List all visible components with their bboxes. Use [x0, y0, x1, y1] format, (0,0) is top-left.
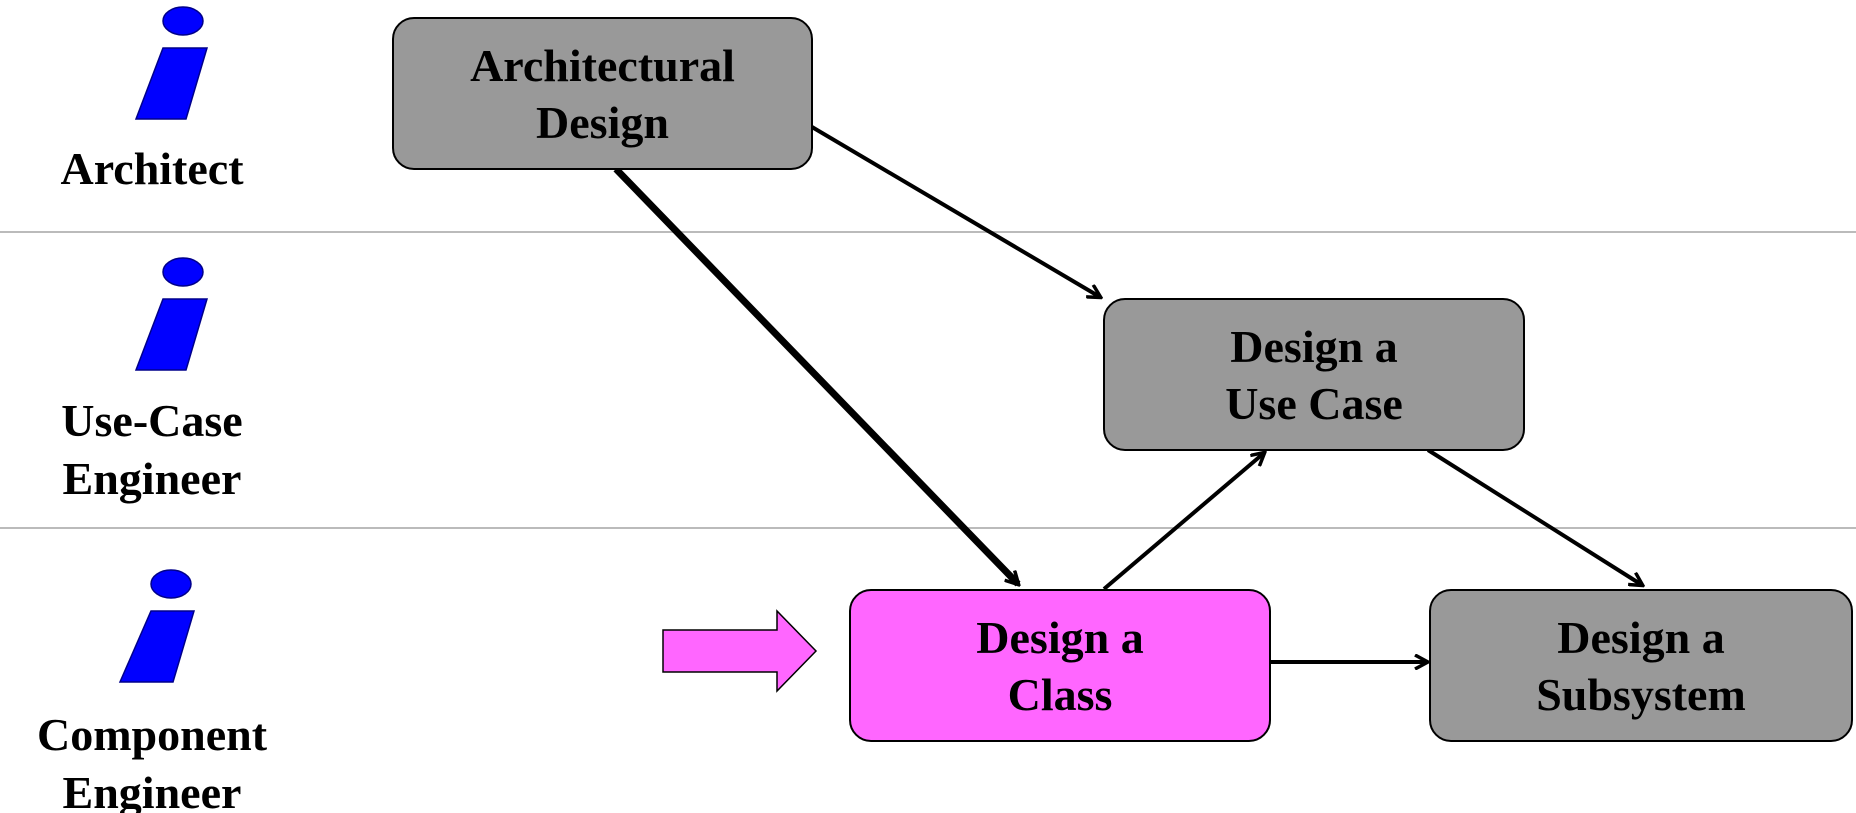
worker-label-line: Engineer — [62, 767, 242, 813]
activity-label-line: Design a — [1557, 611, 1725, 663]
worker-icon — [118, 569, 196, 683]
flow-arrow-architectural-to-class — [613, 166, 1018, 584]
worker-icon — [134, 6, 209, 120]
activity-design-class: Design a Class — [849, 589, 1271, 742]
worker-icon — [134, 257, 209, 371]
activity-architectural-design: Architectural Design — [392, 17, 813, 170]
worker-label-architect: Architect — [2, 140, 302, 198]
activity-design-subsystem: Design a Subsystem — [1429, 589, 1853, 742]
flow-arrow-class-to-use-case — [1102, 453, 1264, 591]
activity-label-line: Use Case — [1225, 377, 1403, 429]
activity-label-line: Subsystem — [1536, 668, 1746, 720]
activity-label-line: Design a — [1230, 320, 1398, 372]
worker-label-line: Component — [36, 709, 268, 760]
block-arrow-icon — [662, 609, 818, 693]
flow-arrow-architectural-to-use-case — [810, 125, 1100, 297]
activity-label-line: Class — [1007, 668, 1113, 720]
worker-label-component-engineer: Component Engineer — [2, 706, 302, 813]
activity-label-line: Design a — [976, 611, 1144, 663]
activity-label-line: Architectural — [470, 39, 735, 91]
activity-design-use-case: Design a Use Case — [1103, 298, 1525, 451]
activity-label-line: Design — [536, 96, 669, 148]
flow-arrow-use-case-to-subsystem — [1426, 448, 1642, 585]
worker-label-line: Engineer — [62, 453, 242, 504]
worker-label-line: Use-Case — [61, 395, 243, 446]
worker-label-use-case-engineer: Use-Case Engineer — [2, 392, 302, 508]
worker-label-line: Architect — [60, 143, 244, 194]
